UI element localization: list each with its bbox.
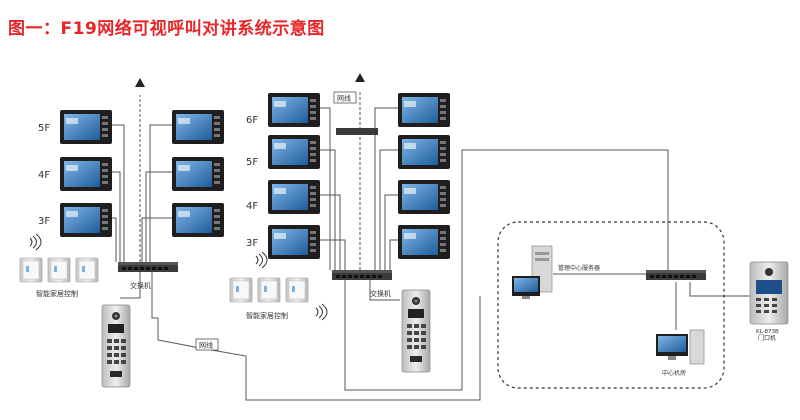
network-switch-left <box>118 262 178 272</box>
smart-home-label-middle: 智能家居控制 <box>246 311 288 320</box>
network-cable-label-middle: 网线 <box>337 94 351 103</box>
smart-home-panel <box>257 277 281 303</box>
smart-home-label-left: 智能家居控制 <box>36 289 78 298</box>
center-workstation <box>656 329 705 365</box>
management-center-boundary <box>497 221 725 389</box>
wireless-icon <box>255 251 268 269</box>
diagram-title: 图一：F19网络可视呼叫对讲系统示意图 <box>8 19 325 39</box>
network-cable-tag-middle <box>333 91 357 104</box>
indoor-monitor-5f-left-b <box>268 135 320 169</box>
indoor-monitor-5f-right <box>172 110 224 144</box>
management-server <box>512 245 553 299</box>
floor-label-3f-left: 3F <box>38 216 50 227</box>
floor-label-3f-middle: 3F <box>246 238 258 249</box>
network-switch-center <box>646 270 706 280</box>
indoor-monitor-3f-right <box>172 203 224 237</box>
floor-label-4f-middle: 4F <box>246 201 258 212</box>
door-station-main <box>749 261 789 325</box>
uplink-arrow-middle <box>355 73 365 82</box>
wiring-middle <box>316 90 669 391</box>
smart-home-panel <box>47 257 71 283</box>
indoor-monitor-4f-right <box>172 157 224 191</box>
indoor-monitor-4f-left-b <box>268 180 320 214</box>
network-cable-label-left: 网线 <box>199 341 213 350</box>
wireless-icon <box>29 233 42 251</box>
smart-home-panel <box>19 257 43 283</box>
door-unit-label: 门口机 <box>758 334 776 342</box>
floor-label-6f-middle: 6F <box>246 115 258 126</box>
network-switch-middle <box>332 270 392 280</box>
server-label: 管理中心服务器 <box>558 264 600 272</box>
floor-label-4f-left: 4F <box>38 170 50 181</box>
smart-home-panel <box>285 277 309 303</box>
wiring-right <box>553 273 750 330</box>
floor-label-5f-left: 5F <box>38 123 50 134</box>
indoor-monitor-4f-right-b <box>398 180 450 214</box>
floor-switch-middle <box>336 128 378 135</box>
smart-home-panel <box>229 277 253 303</box>
indoor-monitor-6f-left <box>268 93 320 127</box>
indoor-monitor-6f-right <box>398 93 450 127</box>
door-station-left <box>101 304 131 388</box>
switch-label-left: 交换机 <box>130 281 151 290</box>
center-label: 中心机房 <box>662 369 686 377</box>
indoor-monitor-5f-right-b <box>398 135 450 169</box>
switch-label-middle: 交换机 <box>370 289 391 298</box>
wireless-icon <box>315 303 328 321</box>
door-unit-model-label: KL-873B <box>756 329 779 335</box>
smart-home-panel <box>75 257 99 283</box>
floor-label-5f-middle: 5F <box>246 157 258 168</box>
indoor-monitor-3f-left <box>60 203 112 237</box>
indoor-monitor-3f-right-b <box>398 225 450 259</box>
indoor-monitor-4f-left <box>60 157 112 191</box>
network-cable-tag-left <box>195 338 219 351</box>
indoor-monitor-5f-left <box>60 110 112 144</box>
indoor-monitor-3f-left-b <box>268 225 320 259</box>
uplink-arrow-left <box>135 78 145 87</box>
door-station-middle <box>401 289 431 373</box>
